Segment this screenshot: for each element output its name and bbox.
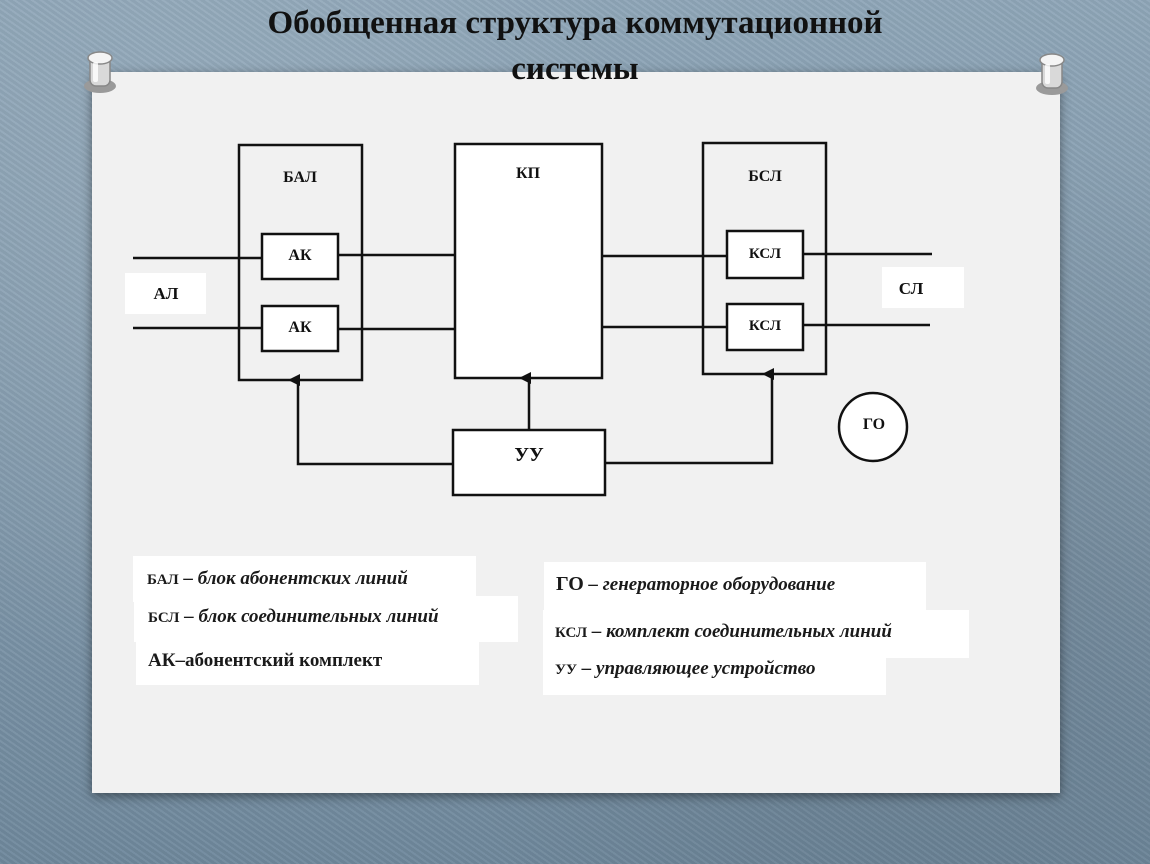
legend-go: ГО – генераторное оборудование (544, 562, 926, 610)
legend-bsl-abbr: БСЛ (148, 610, 180, 626)
sl-label-box (882, 267, 964, 308)
slide-title-line2: системы (511, 51, 639, 87)
al-label: АЛ (154, 284, 179, 303)
legend-ak: АК–абонентский комплект (136, 641, 479, 685)
legend-uu: УУ – управляющее устройство (543, 649, 886, 695)
al-label-box (125, 273, 206, 314)
legend-bal: БАЛ – блок абонентских линий (133, 556, 476, 602)
pushpin-left-icon (84, 51, 116, 93)
legend-uu-abbr: УУ (555, 662, 578, 678)
pushpin-right-icon (1036, 53, 1068, 95)
ksl-top-label: КСЛ (749, 246, 781, 262)
ksl-bottom-label: КСЛ (749, 318, 781, 334)
legend-go-abbr: ГО (556, 573, 584, 595)
go-circle (837, 391, 909, 463)
legend-ksl-abbr: КСЛ (555, 625, 588, 641)
bal-label: БАЛ (283, 169, 317, 186)
uu-to-bal-arrow (288, 374, 453, 466)
kp-label: КП (516, 165, 541, 182)
legend-go-text: – генераторное оборудование (583, 574, 836, 595)
legend-bal-text: – блок абонентских линий (178, 568, 408, 589)
ak-top-box (260, 232, 340, 281)
legend-uu-text: – управляющее устройство (577, 658, 816, 679)
ksl-bottom-box (725, 302, 805, 352)
go-label: ГО (863, 416, 885, 433)
ak-top-label: АК (288, 247, 312, 264)
slide-title-line1: Обобщенная структура коммутационной (267, 5, 883, 41)
slide-title: Обобщенная структура коммутационной сист… (0, 0, 1150, 92)
bsl-label: БСЛ (748, 168, 782, 185)
uu-to-bsl-arrow (605, 368, 774, 465)
ksl-top-box (725, 229, 805, 280)
uu-block (451, 428, 607, 497)
legend-ak-text: АК–абонентский комплект (148, 650, 383, 671)
uu-label: УУ (514, 444, 544, 466)
legend-bsl-text: – блок соединительных линий (179, 606, 439, 627)
ak-bottom-label: АК (288, 319, 312, 336)
sl-label: СЛ (899, 279, 924, 298)
legend-bal-abbr: БАЛ (147, 572, 179, 588)
bal-block (237, 143, 364, 382)
legend-bsl: БСЛ – блок соединительных линий (134, 596, 518, 642)
legend-ksl-text: – комплект соединительных линий (587, 621, 892, 642)
